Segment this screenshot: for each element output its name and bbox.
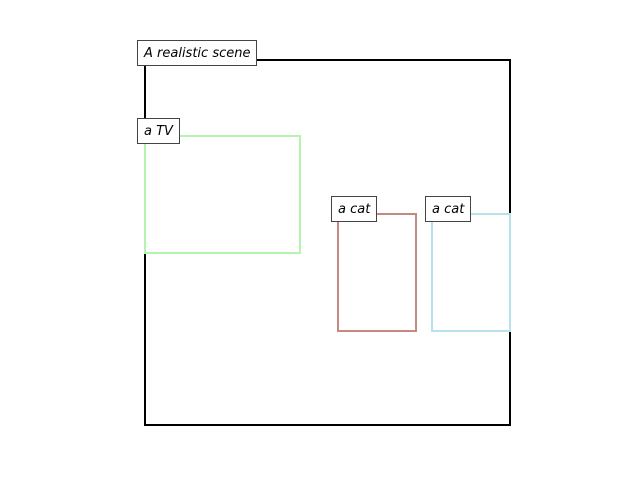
cat-label-1: a cat xyxy=(331,196,378,222)
cat-label-2: a cat xyxy=(425,196,472,222)
tv-label: a TV xyxy=(137,118,180,144)
cat-bounding-box-2 xyxy=(431,213,511,332)
cat-bounding-box-1 xyxy=(337,213,417,332)
scene-caption: A realistic scene xyxy=(137,40,258,66)
tv-bounding-box xyxy=(144,135,301,254)
